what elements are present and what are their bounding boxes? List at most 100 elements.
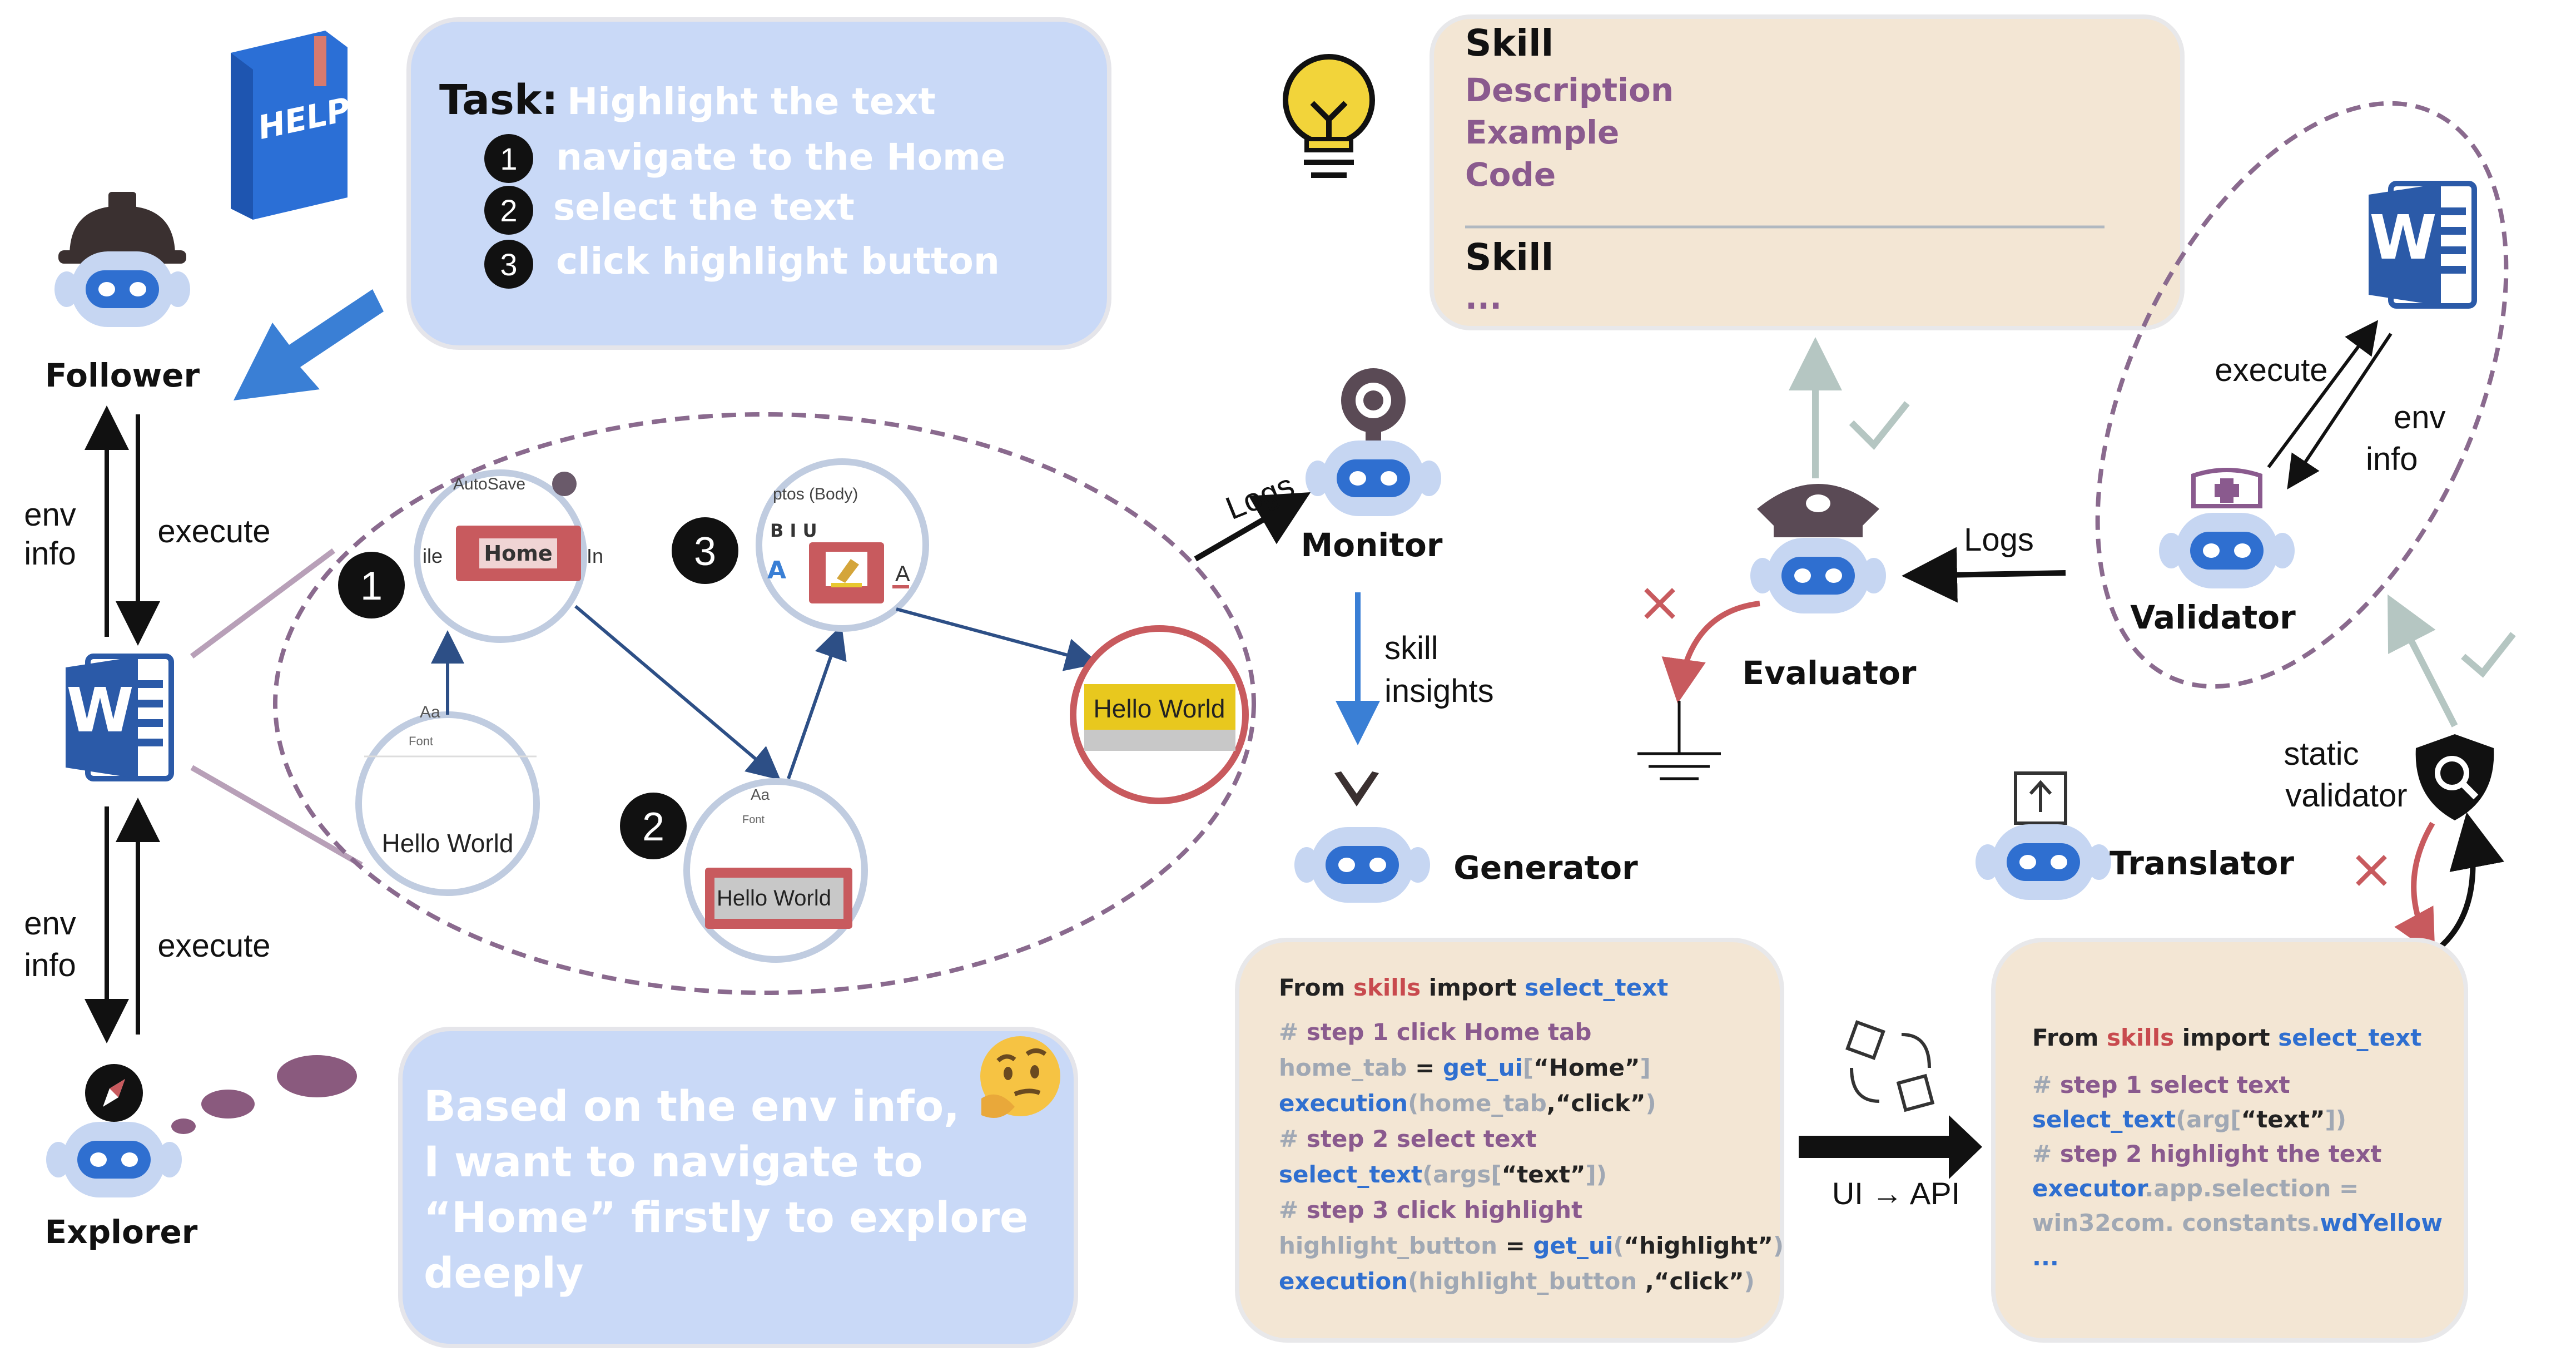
svg-text:Font: Font bbox=[409, 734, 433, 748]
label-static-validator-2: validator bbox=[2285, 778, 2407, 814]
edge-zoom-select-to-highlight bbox=[787, 625, 847, 779]
code-token: select_text bbox=[2278, 1024, 2421, 1051]
svg-text:2: 2 bbox=[642, 805, 664, 849]
svg-text:2: 2 bbox=[500, 193, 517, 228]
code-line: # step 1 click Home tab bbox=[1279, 1018, 1591, 1046]
thought-line-3: “Home” firstly to explore bbox=[424, 1192, 1029, 1242]
task-box: Task: Highlight the text 1 navigate to t… bbox=[406, 17, 1111, 350]
edge-zoom-home-to-select bbox=[574, 605, 781, 780]
blocks-exchange-icon bbox=[1845, 1020, 1935, 1112]
svg-text:1: 1 bbox=[360, 564, 383, 608]
svg-text:ile: ile bbox=[423, 545, 443, 567]
code-token: ... bbox=[2032, 1244, 2059, 1271]
code-token: win32com. constants. bbox=[2032, 1209, 2320, 1236]
code-token: step 2 highlight the text bbox=[2060, 1140, 2382, 1167]
code-token: “text” bbox=[1502, 1161, 1586, 1188]
hello-world-plain-text: Hello World bbox=[382, 829, 514, 858]
cross-icon-static bbox=[2356, 855, 2387, 886]
svg-text:Aa: Aa bbox=[751, 786, 770, 803]
label-env-info-top-2: info bbox=[24, 536, 76, 572]
zoom-step3-badge: 3 bbox=[672, 517, 738, 584]
task-step-3: 3 click highlight button bbox=[484, 240, 1000, 289]
label-skill-insights-1: skill bbox=[1384, 630, 1438, 666]
thought-line-4: deeply bbox=[424, 1248, 584, 1298]
zoom-step1-badge: 1 bbox=[338, 552, 405, 618]
code-token: highlight_button bbox=[1279, 1232, 1497, 1259]
label-static-validator-1: static bbox=[2284, 736, 2359, 772]
code-token: [ bbox=[1523, 1054, 1533, 1081]
follower-label: Follower bbox=[45, 357, 200, 394]
svg-text:1: 1 bbox=[500, 141, 517, 176]
edge-static-validator-to-validator bbox=[2388, 594, 2458, 727]
code-token: = bbox=[1407, 1054, 1443, 1081]
help-book-icon: HELP bbox=[231, 31, 354, 220]
generator-agent bbox=[1294, 827, 1430, 903]
thought-line-2: I want to navigate to bbox=[424, 1137, 923, 1186]
thinking-emoji-icon bbox=[980, 1036, 1060, 1118]
task-step-2-text: select the text bbox=[553, 186, 855, 229]
compass-icon bbox=[85, 1064, 143, 1122]
code-token: ,“click” bbox=[1645, 1268, 1744, 1295]
skill-ellipsis: ... bbox=[1465, 279, 1502, 316]
edge-validator-env-info bbox=[2287, 333, 2393, 489]
code-token: (arg[ bbox=[2176, 1106, 2241, 1133]
skill-field-code: Code bbox=[1465, 156, 1556, 194]
code-import-line: From skills import select_text bbox=[2032, 1024, 2421, 1051]
code-token: wdYellow bbox=[2320, 1209, 2443, 1236]
svg-text:3: 3 bbox=[500, 247, 517, 282]
monitor-robot-icon bbox=[1306, 441, 1441, 516]
code-line: highlight_button = get_ui(“highlight”) bbox=[1279, 1232, 1784, 1259]
task-step-2: 2 select the text bbox=[484, 186, 855, 235]
nurse-cap-icon bbox=[2191, 468, 2262, 508]
code-line: home_tab = get_ui[“Home”] bbox=[1279, 1054, 1651, 1081]
zoom-connector-bottom bbox=[190, 765, 363, 868]
code-token: import bbox=[2174, 1024, 2278, 1051]
code-token: step 3 click highlight bbox=[1307, 1196, 1582, 1224]
code-token: ( bbox=[1408, 1268, 1418, 1295]
code-line: ... bbox=[2032, 1244, 2059, 1271]
translate-upload-icon bbox=[2014, 771, 2067, 825]
thought-bubbles bbox=[171, 1055, 357, 1134]
code-line: execution(home_tab,“click”) bbox=[1279, 1090, 1656, 1117]
code-token: ]) bbox=[1586, 1161, 1607, 1188]
task-step-3-text: click highlight button bbox=[556, 240, 1000, 283]
explorer-label: Explorer bbox=[45, 1213, 198, 1251]
code-token: get_ui bbox=[1533, 1232, 1613, 1259]
code-token: ) bbox=[1744, 1268, 1755, 1295]
zoom-home-tab: AutoSave ile Home In bbox=[414, 469, 603, 643]
code-line: executor.app.selection = bbox=[2032, 1175, 2359, 1202]
check-icon-validator bbox=[2461, 632, 2516, 678]
code-token: step 2 select text bbox=[1307, 1125, 1537, 1152]
code-token: “Home” bbox=[1533, 1054, 1640, 1081]
check-icon bbox=[1849, 401, 1910, 450]
label-skill-insights-2: insights bbox=[1384, 673, 1494, 709]
code-token: execution bbox=[1279, 1090, 1408, 1117]
translator-code-box: From skills import select_text # step 1 s… bbox=[1991, 938, 2468, 1343]
svg-text:A: A bbox=[895, 562, 910, 586]
svg-text:A: A bbox=[767, 556, 786, 585]
code-token: .app.selection = bbox=[2145, 1175, 2359, 1202]
code-token: ] bbox=[1640, 1054, 1651, 1081]
translator-agent bbox=[1976, 824, 2111, 900]
task-title: Highlight the text bbox=[567, 80, 936, 123]
validator-ellipse bbox=[2095, 101, 2509, 689]
code-line: # step 1 select text bbox=[2032, 1071, 2290, 1098]
task-label: Task: bbox=[439, 76, 558, 124]
translator-robot-icon bbox=[1976, 824, 2111, 900]
svg-text:W: W bbox=[66, 675, 133, 746]
label-validator-execute: execute bbox=[2215, 352, 2327, 388]
police-hat-icon bbox=[1757, 484, 1879, 537]
word-zoom-ellipse bbox=[273, 412, 1256, 995]
label-env-info-top-1: env bbox=[24, 497, 76, 533]
generator-label: Generator bbox=[1453, 849, 1638, 887]
generator-hat-icon bbox=[1334, 771, 1379, 806]
code-token: ( bbox=[1613, 1232, 1624, 1259]
ui-to-api-arrow bbox=[1799, 1115, 1982, 1179]
svg-text:Aa: Aa bbox=[420, 703, 440, 721]
label-execute-bottom: execute bbox=[157, 928, 270, 964]
code-token: select_text bbox=[2032, 1106, 2176, 1133]
thought-line-1: Based on the env info, bbox=[424, 1081, 960, 1131]
webcam-icon bbox=[1341, 368, 1406, 453]
code-line: select_text(args[“text”]) bbox=[1279, 1161, 1607, 1188]
